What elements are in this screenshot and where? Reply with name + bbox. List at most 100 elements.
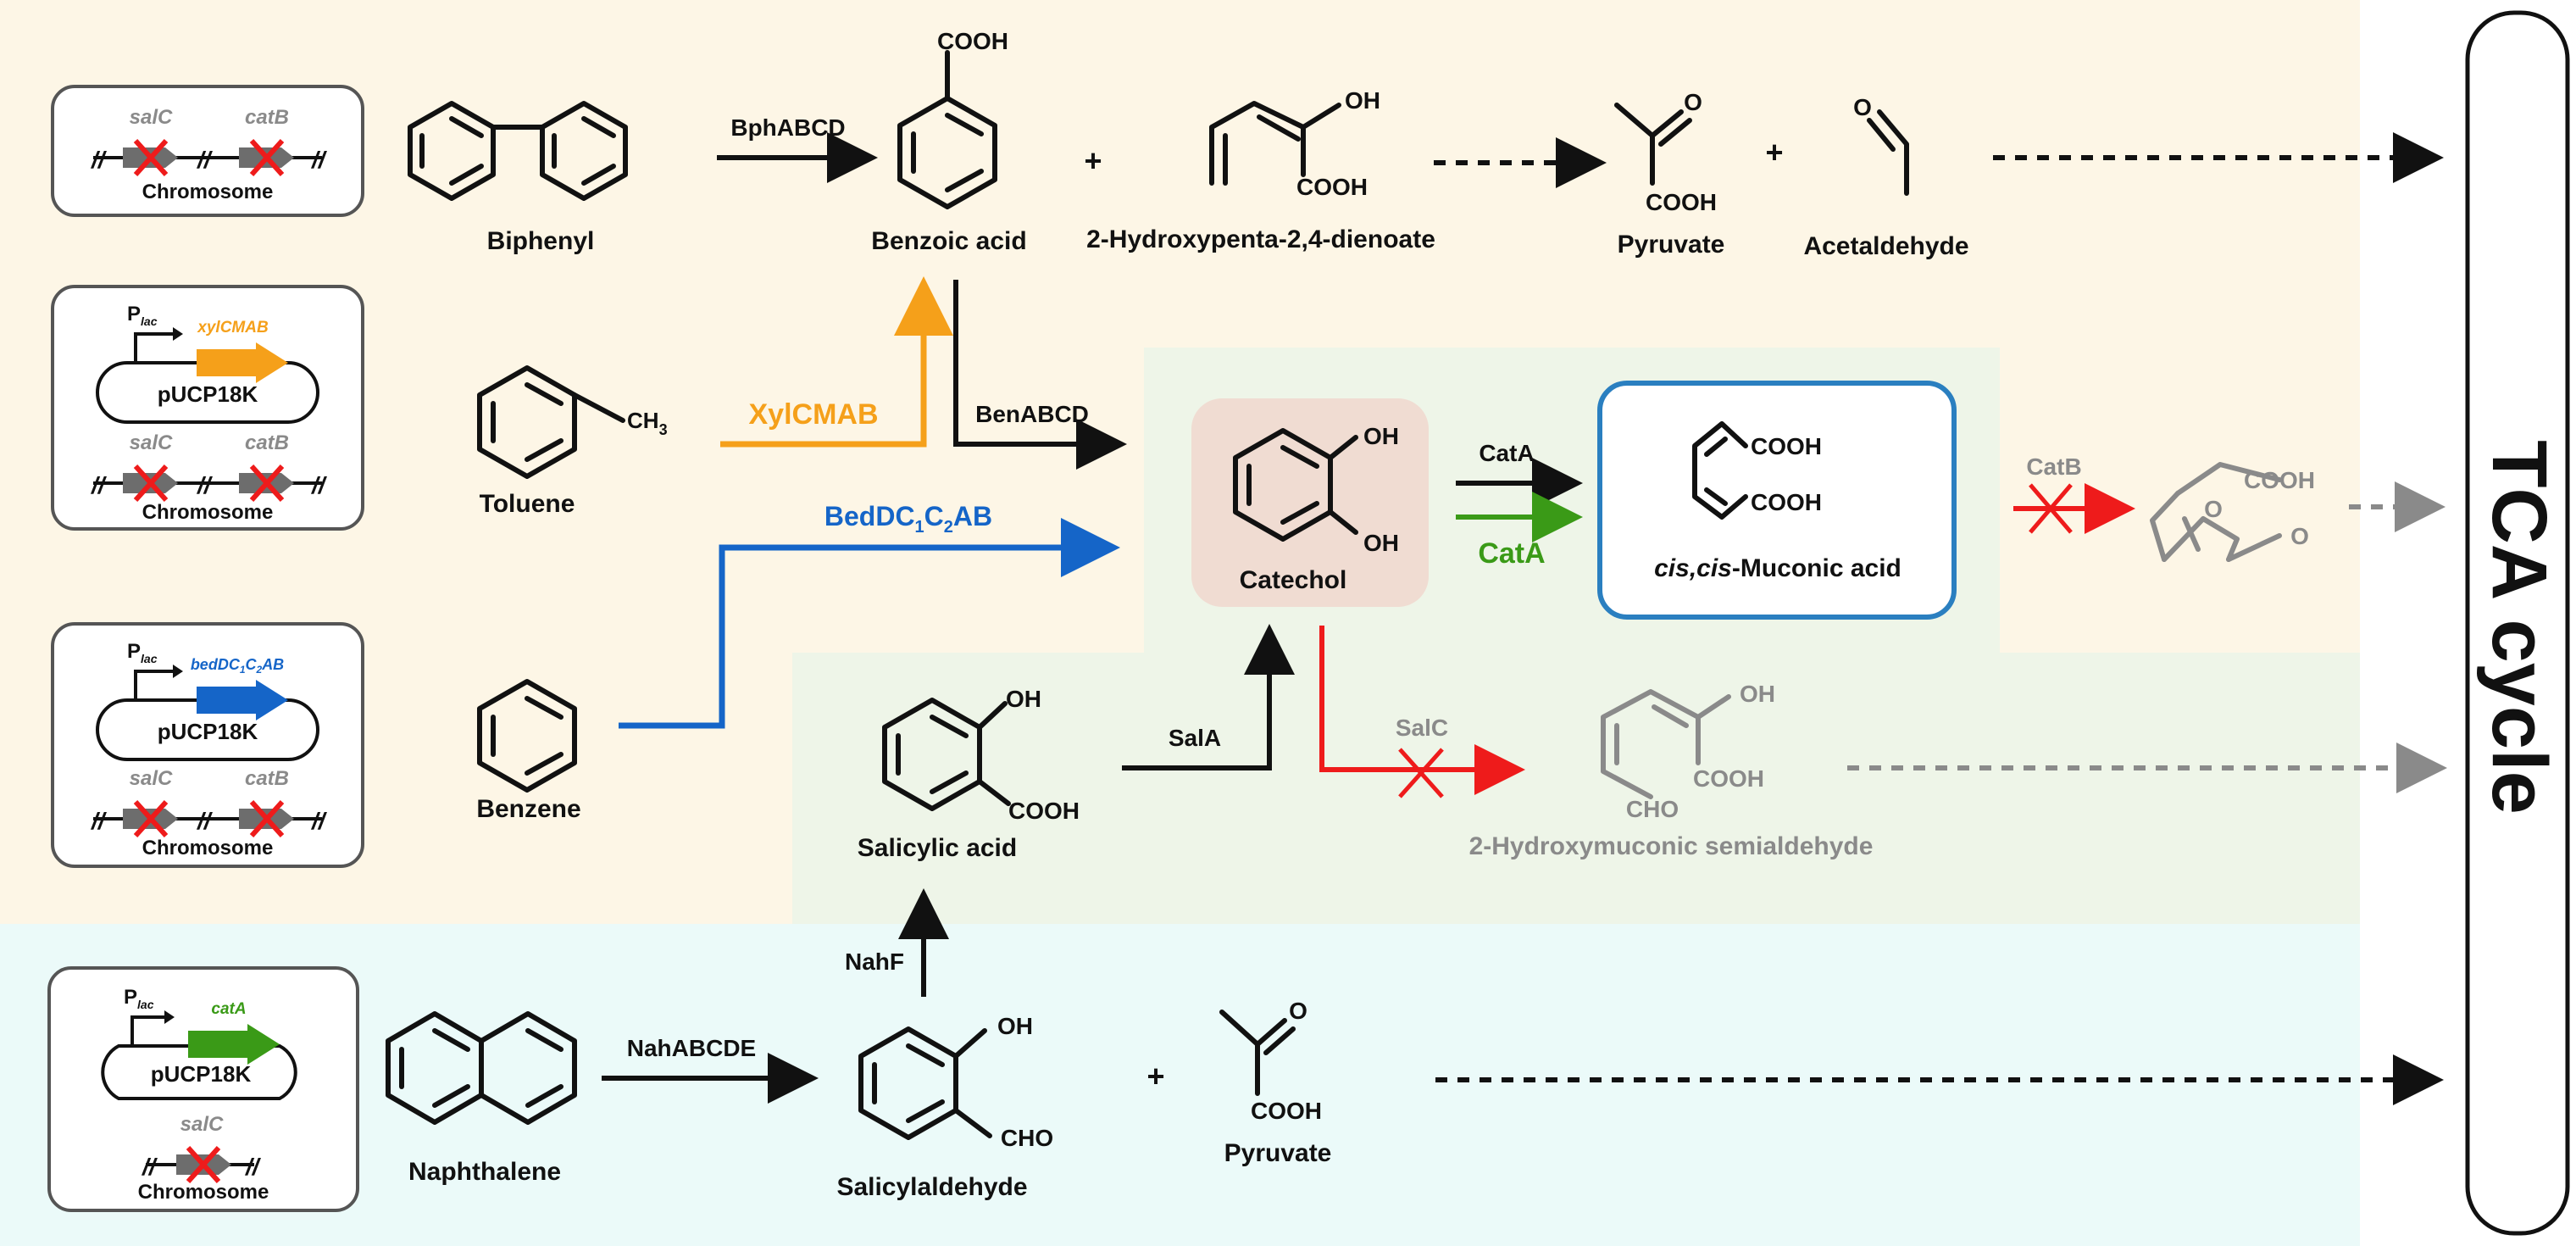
- salc-blocked-arrow: [1319, 626, 1525, 795]
- plus-sign: +: [1146, 1059, 1164, 1093]
- cho-group: CHO: [1001, 1125, 1053, 1151]
- promoter-arrow-icon: [130, 1015, 169, 1046]
- o-group: O: [2290, 523, 2309, 549]
- cooh-group: COOH: [1751, 489, 1822, 515]
- gene-label: salC: [180, 1113, 224, 1136]
- muconic-acid-label: cis,cis-Muconic acid: [1654, 554, 1901, 582]
- hydroxypentadienoate-structure: [1209, 101, 1341, 186]
- catb-label: CatB: [2026, 453, 2081, 480]
- cooh-group: COOH: [1008, 798, 1080, 824]
- cata-label: CatA: [1479, 440, 1534, 466]
- methyl-group-label: CH3: [627, 408, 668, 438]
- gene-label: salC: [130, 767, 173, 790]
- promoter-label: Plac: [124, 986, 154, 1011]
- strain-card-1: // // // salC catB Chromosome: [51, 85, 364, 217]
- svg-text://: //: [141, 1154, 158, 1180]
- sala-arrow: [1122, 624, 1295, 770]
- beddc-gene-arrow: [197, 680, 288, 720]
- svg-text://: //: [90, 472, 108, 498]
- cooh-group: COOH: [937, 28, 1008, 54]
- nahabcde-label: NahABCDE: [627, 1035, 756, 1061]
- hydroxymuconic-semialdehyde-structure: [1601, 689, 1731, 799]
- salc-label: SalC: [1396, 715, 1448, 741]
- gene-label: catB: [245, 106, 289, 129]
- bphabcd-label: BphABCD: [730, 114, 845, 141]
- oh-group: OH: [1740, 681, 1775, 707]
- o-group: O: [1289, 998, 1307, 1024]
- cooh-group: COOH: [1646, 189, 1717, 215]
- cata-gene-arrow: [188, 1024, 280, 1065]
- cooh-group: COOH: [2244, 467, 2315, 493]
- gene-label: catA: [211, 1000, 246, 1018]
- benzoic-acid-label: Benzoic acid: [871, 227, 1026, 255]
- promoter-arrow-icon: [134, 332, 178, 363]
- svg-text://: //: [196, 472, 214, 498]
- svg-text://: //: [310, 147, 328, 173]
- xylcmab-gene-arrow: [197, 342, 288, 383]
- promoter-label: Plac: [127, 303, 158, 328]
- oh-group: OH: [997, 1013, 1033, 1039]
- oh-group: OH: [1006, 686, 1041, 712]
- svg-text://: //: [196, 147, 214, 173]
- svg-text://: //: [310, 808, 328, 834]
- naphthalene-label: Naphthalene: [408, 1158, 561, 1186]
- gene-label: salC: [130, 106, 173, 129]
- o-group: O: [1684, 89, 1702, 115]
- o-group: O: [1853, 94, 1872, 120]
- cooh-group: COOH: [1251, 1098, 1322, 1124]
- promoter-arrow-icon: [134, 670, 178, 700]
- svg-text://: //: [90, 808, 108, 834]
- o-group: O: [2204, 496, 2223, 522]
- naphthalene-structure: [386, 1011, 577, 1125]
- deletion-cross-icon: [186, 1145, 221, 1184]
- oh-group: OH: [1363, 423, 1399, 449]
- benzoic-acid-structure: [897, 50, 997, 209]
- chromosome-label: Chromosome: [142, 837, 274, 859]
- pyruvate-structure: [1614, 103, 1692, 186]
- plasmid-label: pUCP18K: [158, 719, 258, 744]
- plus-sign: +: [1084, 143, 1102, 178]
- acetaldehyde-label: Acetaldehyde: [1803, 232, 1968, 260]
- benzene-label: Benzene: [476, 795, 580, 823]
- chromosome-label: Chromosome: [142, 501, 274, 524]
- pyruvate-structure: [1219, 1010, 1296, 1096]
- pyruvate-label: Pyruvate: [1224, 1139, 1332, 1167]
- toluene-structure: [477, 365, 625, 479]
- xylcmab-label: XylCMAB: [748, 398, 878, 431]
- oh-group: OH: [1363, 530, 1399, 556]
- biphenyl-label: Biphenyl: [487, 227, 595, 255]
- svg-text://: //: [196, 808, 214, 834]
- beddc-label: BedDC1C2AB: [824, 501, 992, 537]
- cooh-group: COOH: [1693, 765, 1764, 792]
- deletion-cross-icon: [133, 138, 169, 177]
- salicylaldehyde-structure: [858, 1026, 992, 1140]
- beddc-arrow: [619, 518, 1120, 729]
- plasmid-label: pUCP18K: [158, 381, 258, 407]
- acetaldehyde-structure: [1867, 109, 1909, 196]
- svg-text://: //: [244, 1154, 262, 1180]
- nahf-label: NahF: [845, 948, 904, 975]
- pyruvate-label: Pyruvate: [1618, 231, 1725, 259]
- salicylic-acid-structure: [882, 698, 1011, 811]
- hydroxymuconic-semialdehyde-label: 2-Hydroxymuconic semialdehyde: [1469, 832, 1874, 860]
- benabcd-arrow: [953, 280, 1127, 470]
- cooh-group: COOH: [1751, 433, 1822, 459]
- benzene-structure: [477, 679, 577, 793]
- chromosome-label: Chromosome: [138, 1181, 269, 1204]
- catechol-structure: [1233, 428, 1358, 542]
- svg-text://: //: [310, 472, 328, 498]
- block-cross-icon: [1398, 748, 1444, 798]
- deletion-cross-icon: [249, 799, 285, 838]
- benabcd-label: BenABCD: [975, 401, 1089, 427]
- plasmid-label: pUCP18K: [151, 1061, 252, 1087]
- deletion-cross-icon: [133, 799, 169, 838]
- naphthalene-pathway-region: [0, 924, 2360, 1246]
- gene-label: salC: [130, 431, 173, 454]
- deletion-cross-icon: [249, 464, 285, 503]
- strain-card-3: Plac bedDC1C2AB pUCP18K // // // salC ca…: [51, 622, 364, 868]
- chromosome-label: Chromosome: [142, 181, 274, 203]
- muconic-acid-product-box: [1597, 381, 1957, 620]
- deletion-cross-icon: [249, 138, 285, 177]
- biphenyl-structure: [408, 101, 628, 201]
- gene-label: xylCMAB: [197, 319, 269, 337]
